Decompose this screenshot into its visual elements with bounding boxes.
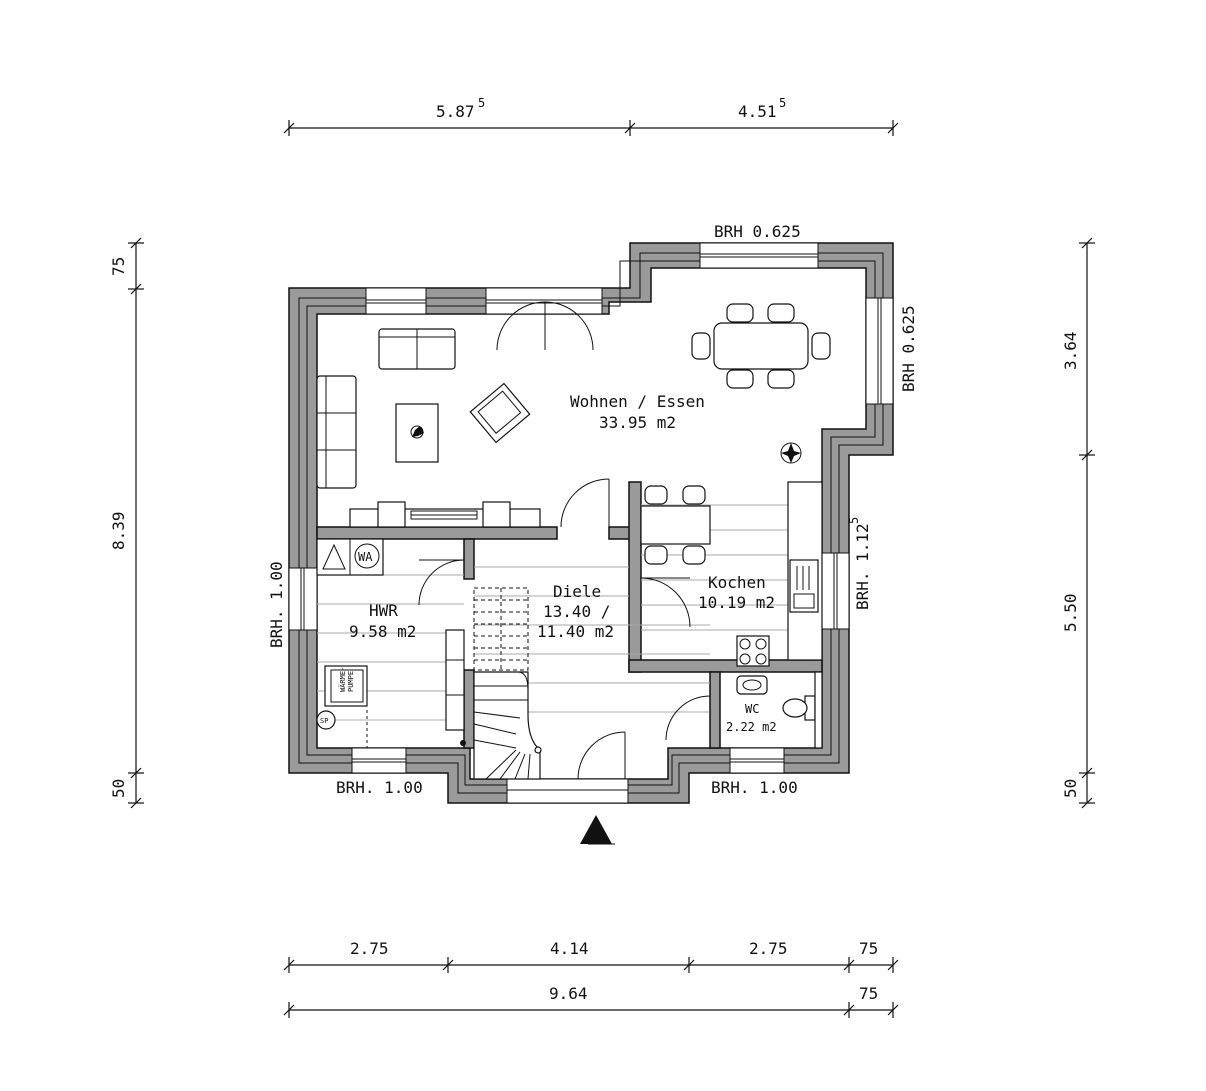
window-label-bottom-right: BRH. 1.00	[711, 778, 798, 797]
room-wohnen-area: 33.95 m2	[599, 413, 676, 432]
dim-right-2: 5.50	[1061, 593, 1080, 632]
window-label-left: BRH. 1.00	[267, 561, 286, 648]
sideboard	[349, 501, 541, 528]
window-label-right-upper: BRH 0.625	[899, 305, 918, 392]
window-label-right-lower-sup: 5	[847, 517, 861, 524]
doors	[418, 301, 711, 780]
dining-table	[691, 303, 831, 389]
room-wohnen-name: Wohnen / Essen	[570, 392, 705, 411]
window-label-top: BRH 0.625	[714, 222, 801, 241]
plant	[780, 442, 802, 464]
top-dimension-line: 5.87 5 4.51 5	[283, 96, 899, 136]
exterior-walls	[288, 242, 894, 804]
dim-bottom-total: 9.64	[549, 984, 588, 1003]
dim-top-1-sup: 5	[478, 96, 485, 110]
dim-bottom-3: 2.75	[749, 939, 788, 958]
room-kochen-name: Kochen	[708, 573, 766, 592]
room-hwr-name: HWR	[369, 601, 398, 620]
dim-bottom-1: 2.75	[350, 939, 389, 958]
dim-bottom-2: 4.14	[550, 939, 589, 958]
heatpump-label-1: WÄRME-	[338, 667, 347, 692]
dim-left-3: 50	[109, 779, 128, 798]
room-wc-name: WC	[745, 702, 759, 716]
sofa-top	[378, 328, 456, 370]
hwr-fixtures: WA WÄRME- PUMPE SP	[316, 538, 466, 748]
entrance-arrow	[580, 815, 615, 845]
sofa-left	[316, 375, 357, 489]
dim-bottom-total-2: 75	[859, 984, 878, 1003]
kitchen-table	[640, 485, 711, 565]
dim-right-1: 3.64	[1061, 331, 1080, 370]
bottom-dimension-row-2: 9.64 75	[283, 984, 899, 1018]
room-kochen-area: 10.19 m2	[698, 593, 775, 612]
room-wc-area: 2.22 m2	[726, 720, 777, 734]
right-dimension-line: 3.64 5.50 50	[1061, 237, 1095, 809]
left-dimension-line: 75 8.39 50	[109, 237, 144, 809]
window-label-right-lower: BRH. 1.12	[853, 523, 872, 610]
window-label-bottom-left: BRH. 1.00	[336, 778, 423, 797]
dim-right-3: 50	[1061, 779, 1080, 798]
room-diele-name: Diele	[553, 582, 601, 601]
storage-label: SP	[320, 717, 328, 725]
dim-top-1: 5.87	[436, 102, 475, 121]
dim-left-2: 8.39	[109, 511, 128, 550]
dim-top-2-sup: 5	[779, 96, 786, 110]
coffee-table	[395, 403, 439, 463]
wc-fixtures	[736, 671, 823, 749]
dim-left-1: 75	[109, 257, 128, 276]
staircase	[473, 587, 542, 780]
dim-bottom-4: 75	[859, 939, 878, 958]
room-hwr-area: 9.58 m2	[349, 622, 416, 641]
heatpump-label-2: PUMPE	[347, 671, 355, 692]
tile-pattern-kitchen	[641, 504, 788, 631]
bottom-dimension-row-1: 2.75 4.14 2.75 75	[283, 939, 899, 973]
armchair	[469, 382, 531, 444]
dim-top-2: 4.51	[738, 102, 777, 121]
kitchen-counter	[736, 481, 823, 667]
windows	[288, 242, 894, 804]
room-diele-area-1: 13.40 /	[543, 602, 610, 621]
washer-label: WA	[358, 550, 373, 564]
room-diele-area-2: 11.40 m2	[537, 622, 614, 641]
